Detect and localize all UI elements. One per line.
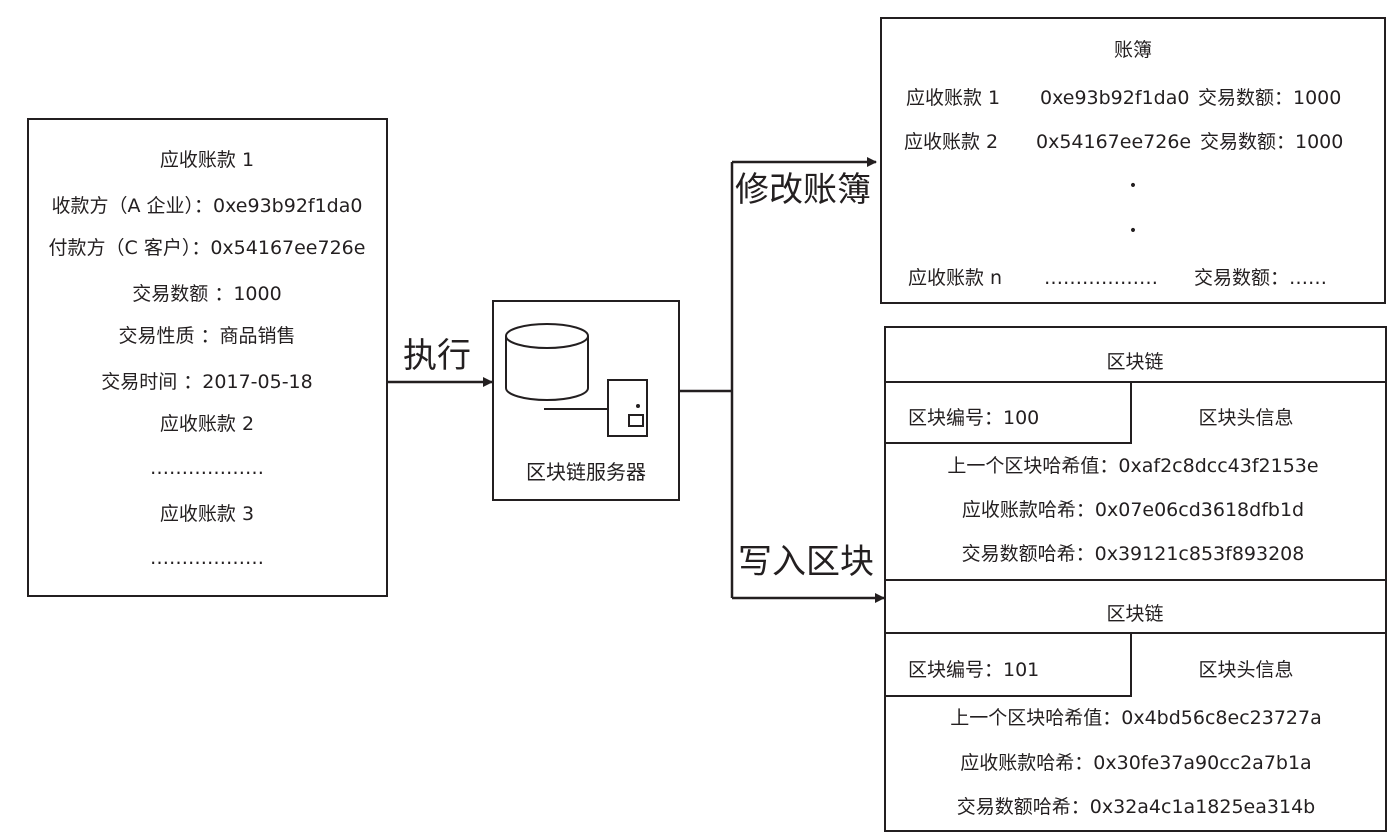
block-100-amount-hash: 交易数额哈希：0x39121c853f893208	[961, 543, 1305, 565]
ledger-row-2-amount: 交易数额：1000	[1200, 131, 1344, 153]
ledger-row-1-address: 0xe93b92f1da0	[1040, 87, 1190, 109]
server-icon	[505, 323, 648, 437]
block-101-title: 区块链	[1106, 603, 1164, 625]
block-101-receivable-hash: 应收账款哈希：0x30fe37a90cc2a7b1a	[960, 752, 1312, 774]
ledger-row-n-address: ………………	[1044, 267, 1158, 289]
receivable-title-3: 应收账款 3	[159, 503, 255, 525]
block-100-number: 区块编号：100	[908, 407, 1040, 429]
ledger-box	[880, 17, 1386, 304]
ledger-row-n-amount: 交易数额：……	[1194, 267, 1328, 289]
ledger-row-n-name: 应收账款 n	[908, 267, 1003, 289]
block-100-title: 区块链	[1106, 351, 1164, 373]
ledger-row-2-address: 0x54167ee726e	[1036, 131, 1192, 153]
modify-ledger-label: 修改账簿	[735, 170, 871, 210]
block-100-header-info: 区块头信息	[1198, 407, 1294, 429]
server-label: 区块链服务器	[526, 460, 646, 484]
ledger-row-1-name: 应收账款 1	[906, 87, 1001, 109]
receivables-box	[27, 118, 388, 597]
nature-line: 交易性质 ：商品销售	[118, 325, 296, 347]
amount-line: 交易数额 ：1000	[132, 283, 282, 305]
block-101-number: 区块编号：101	[908, 659, 1040, 681]
block-100-prev-hash: 上一个区块哈希值：0xaf2c8dcc43f2153e	[947, 455, 1319, 477]
payee-line: 收款方（A 企业）：0xe93b92f1da0	[51, 195, 363, 217]
block-100-receivable-hash: 应收账款哈希：0x07e06cd3618dfb1d	[961, 499, 1305, 521]
execute-label: 执行	[403, 336, 471, 376]
ledger-ellipsis-dot-1: •	[1128, 178, 1138, 194]
receivable-title-2: 应收账款 2	[159, 413, 255, 435]
server-box	[492, 300, 680, 501]
server-tower-icon	[607, 379, 648, 437]
receivable-title-1: 应收账款 1	[159, 149, 255, 171]
write-block-label: 写入区块	[738, 542, 874, 582]
ellipsis-line-1: ………………	[150, 457, 264, 479]
ellipsis-line-2: ………………	[150, 547, 264, 569]
block-100-number-box	[884, 381, 1132, 444]
block-101-number-box	[884, 632, 1132, 697]
payer-line: 付款方（C 客户）：0x54167ee726e	[48, 237, 366, 259]
block-101-title-bar	[884, 579, 1387, 634]
date-line: 交易时间 ：2017-05-18	[101, 371, 313, 393]
ledger-ellipsis-dot-2: •	[1128, 223, 1138, 239]
block-100-title-bar	[884, 326, 1387, 383]
block-101-amount-hash: 交易数额哈希：0x32a4c1a1825ea314b	[956, 796, 1316, 818]
database-icon	[505, 323, 589, 401]
ledger-row-1-amount: 交易数额：1000	[1198, 87, 1342, 109]
block-101-header-info: 区块头信息	[1198, 659, 1294, 681]
ledger-row-2-name: 应收账款 2	[904, 131, 999, 153]
block-101-prev-hash: 上一个区块哈希值：0x4bd56c8ec23727a	[950, 707, 1322, 729]
ledger-title: 账簿	[1113, 39, 1153, 61]
